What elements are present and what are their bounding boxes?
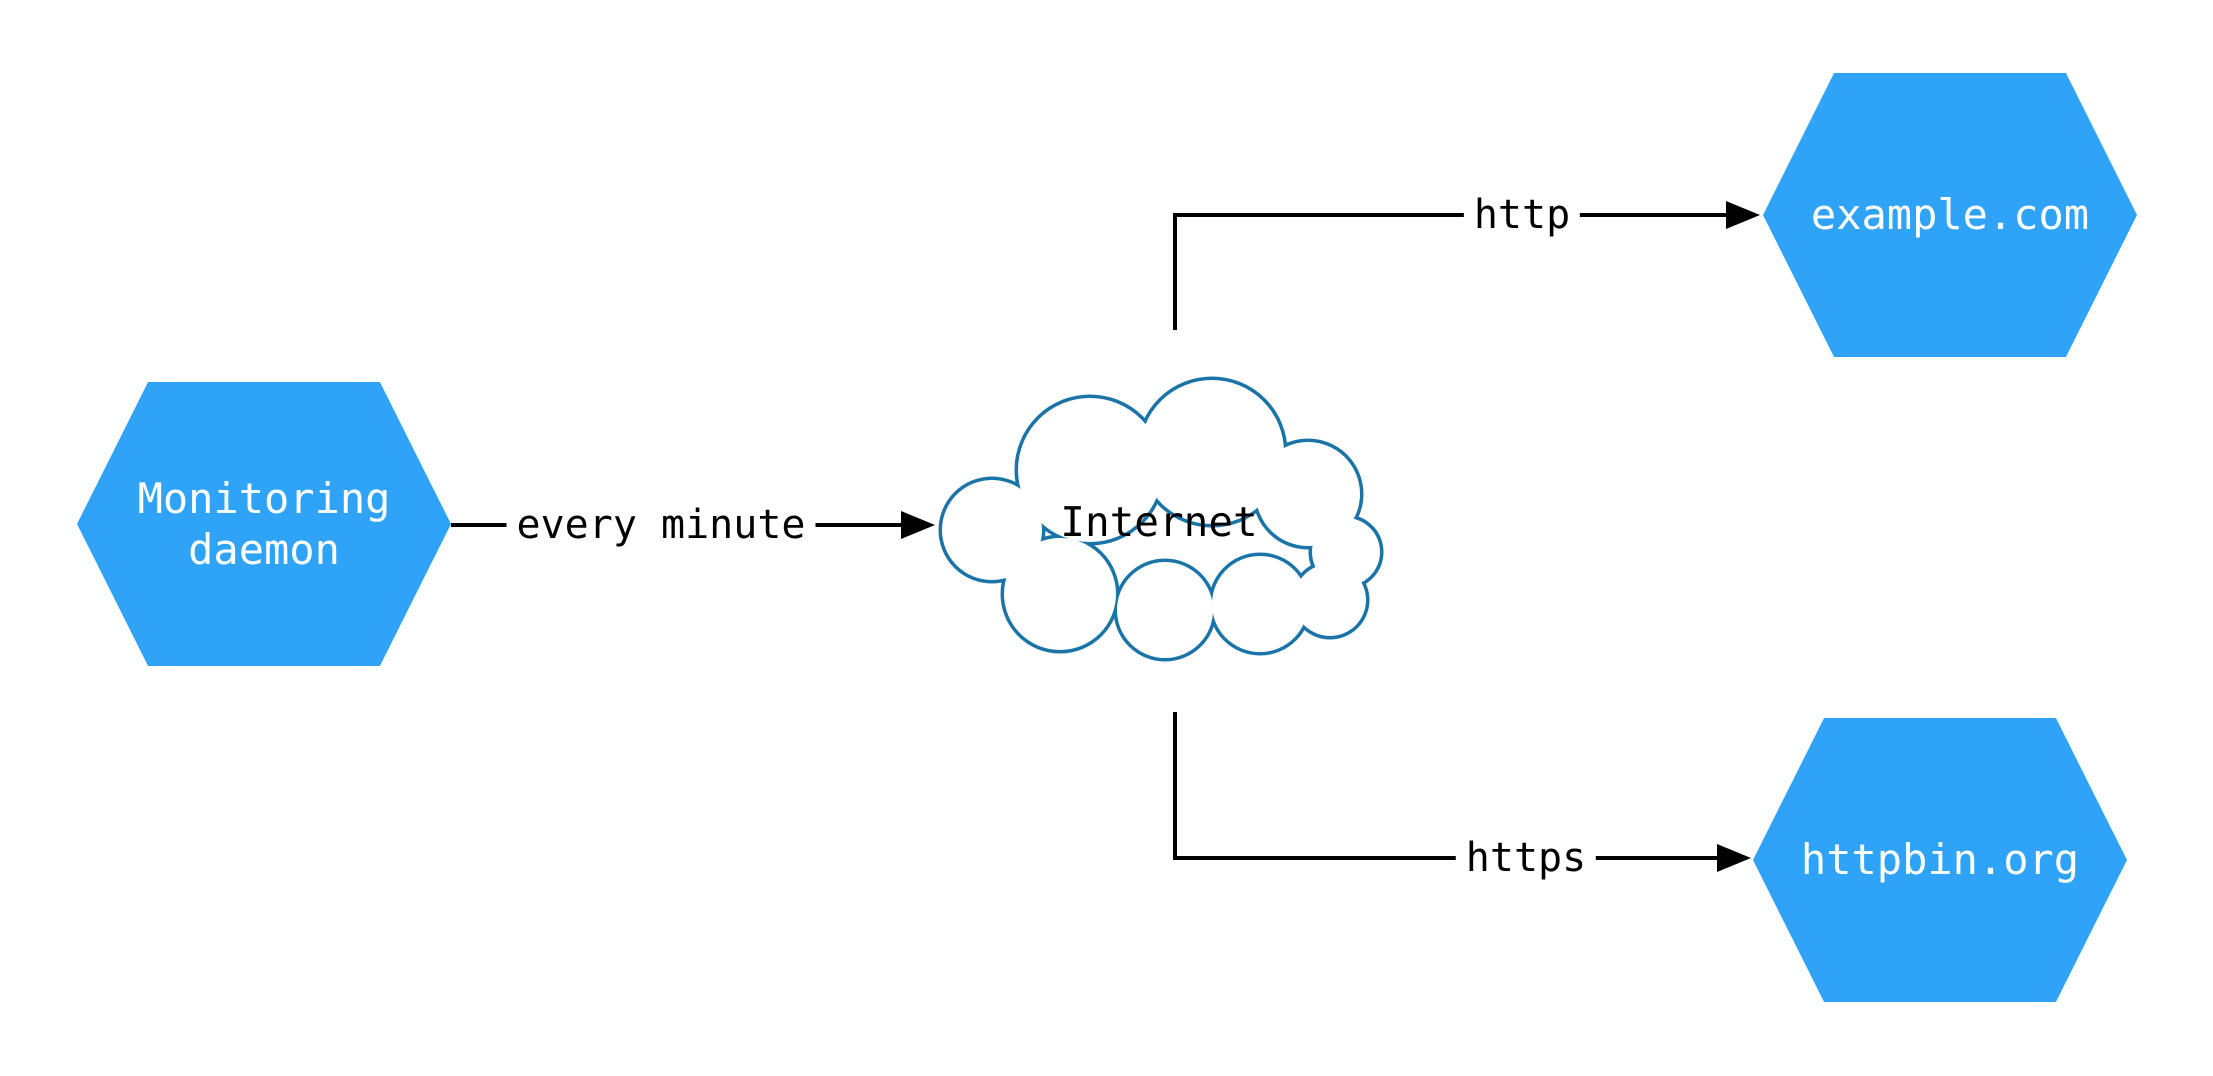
monitoring-daemon-label: Monitoring daemon	[137, 473, 391, 574]
example-com-node: example.com	[1763, 73, 2137, 357]
internet-node-label: Internet	[1060, 498, 1258, 546]
example-com-label: example.com	[1810, 190, 2090, 240]
internet-cloud-fill	[942, 380, 1380, 658]
edge-internet-to-example-line	[1173, 213, 1727, 330]
arrowhead-monitoring-to-internet	[901, 511, 935, 539]
edge-label-https: https	[1455, 835, 1597, 881]
arrowhead-internet-to-example	[1726, 201, 1760, 229]
edge-internet-to-httpbin-line	[1173, 712, 1718, 860]
edge-label-http: http	[1463, 192, 1581, 238]
httpbin-org-label: httpbin.org	[1800, 835, 2080, 885]
edge-label-every-minute: every minute	[506, 502, 816, 548]
httpbin-org-node: httpbin.org	[1753, 718, 2127, 1002]
arrowhead-internet-to-httpbin	[1717, 844, 1751, 872]
monitoring-daemon-node: Monitoring daemon	[77, 382, 451, 666]
